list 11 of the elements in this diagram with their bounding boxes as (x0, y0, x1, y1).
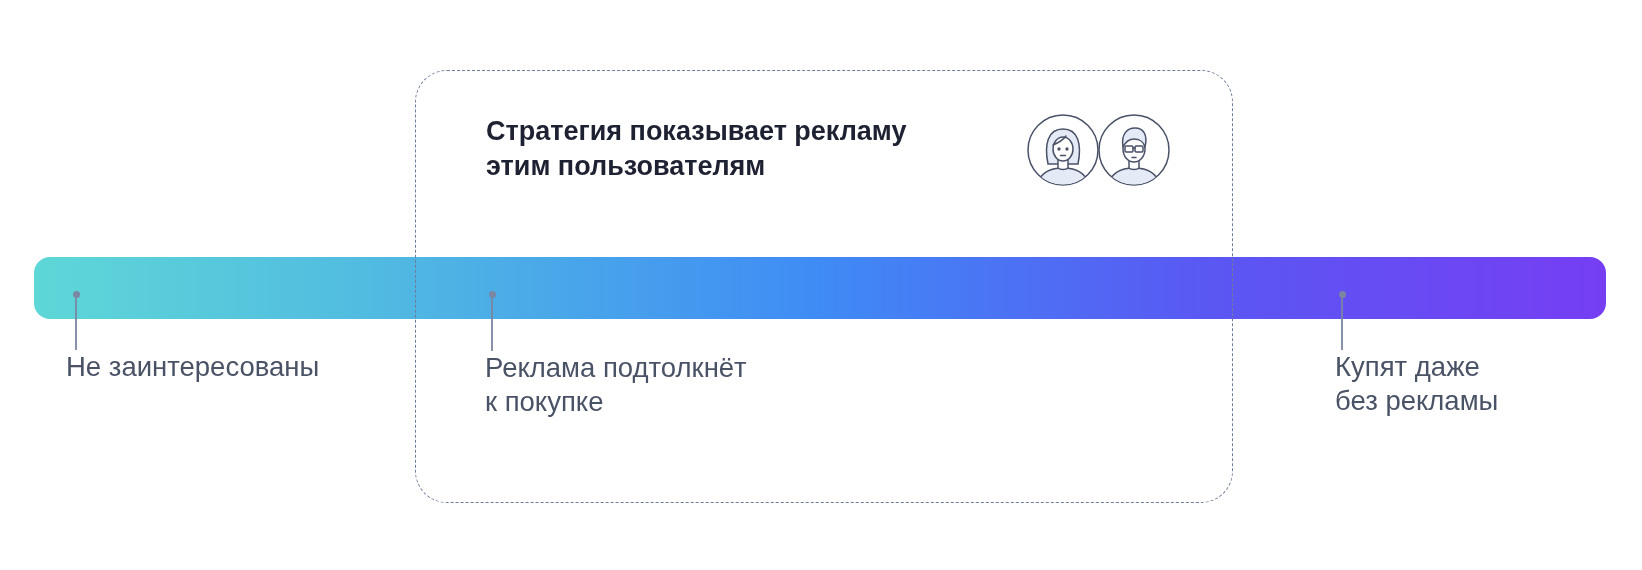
marker-dot (72, 290, 80, 298)
category-label: Купят даже без рекламы (1335, 350, 1507, 418)
leader-line (491, 296, 493, 352)
gradient-bar (34, 257, 1606, 319)
marker-dot (488, 290, 496, 298)
heading: Стратегия показывает рекламу этим пользователям (486, 115, 908, 183)
marker-dot (1338, 290, 1346, 298)
category-label: Реклама подтолкнёт к покупке (485, 351, 757, 419)
category-label: Не заинтересованы (66, 350, 366, 384)
leader-line (75, 296, 77, 351)
leader-line (1341, 296, 1343, 351)
